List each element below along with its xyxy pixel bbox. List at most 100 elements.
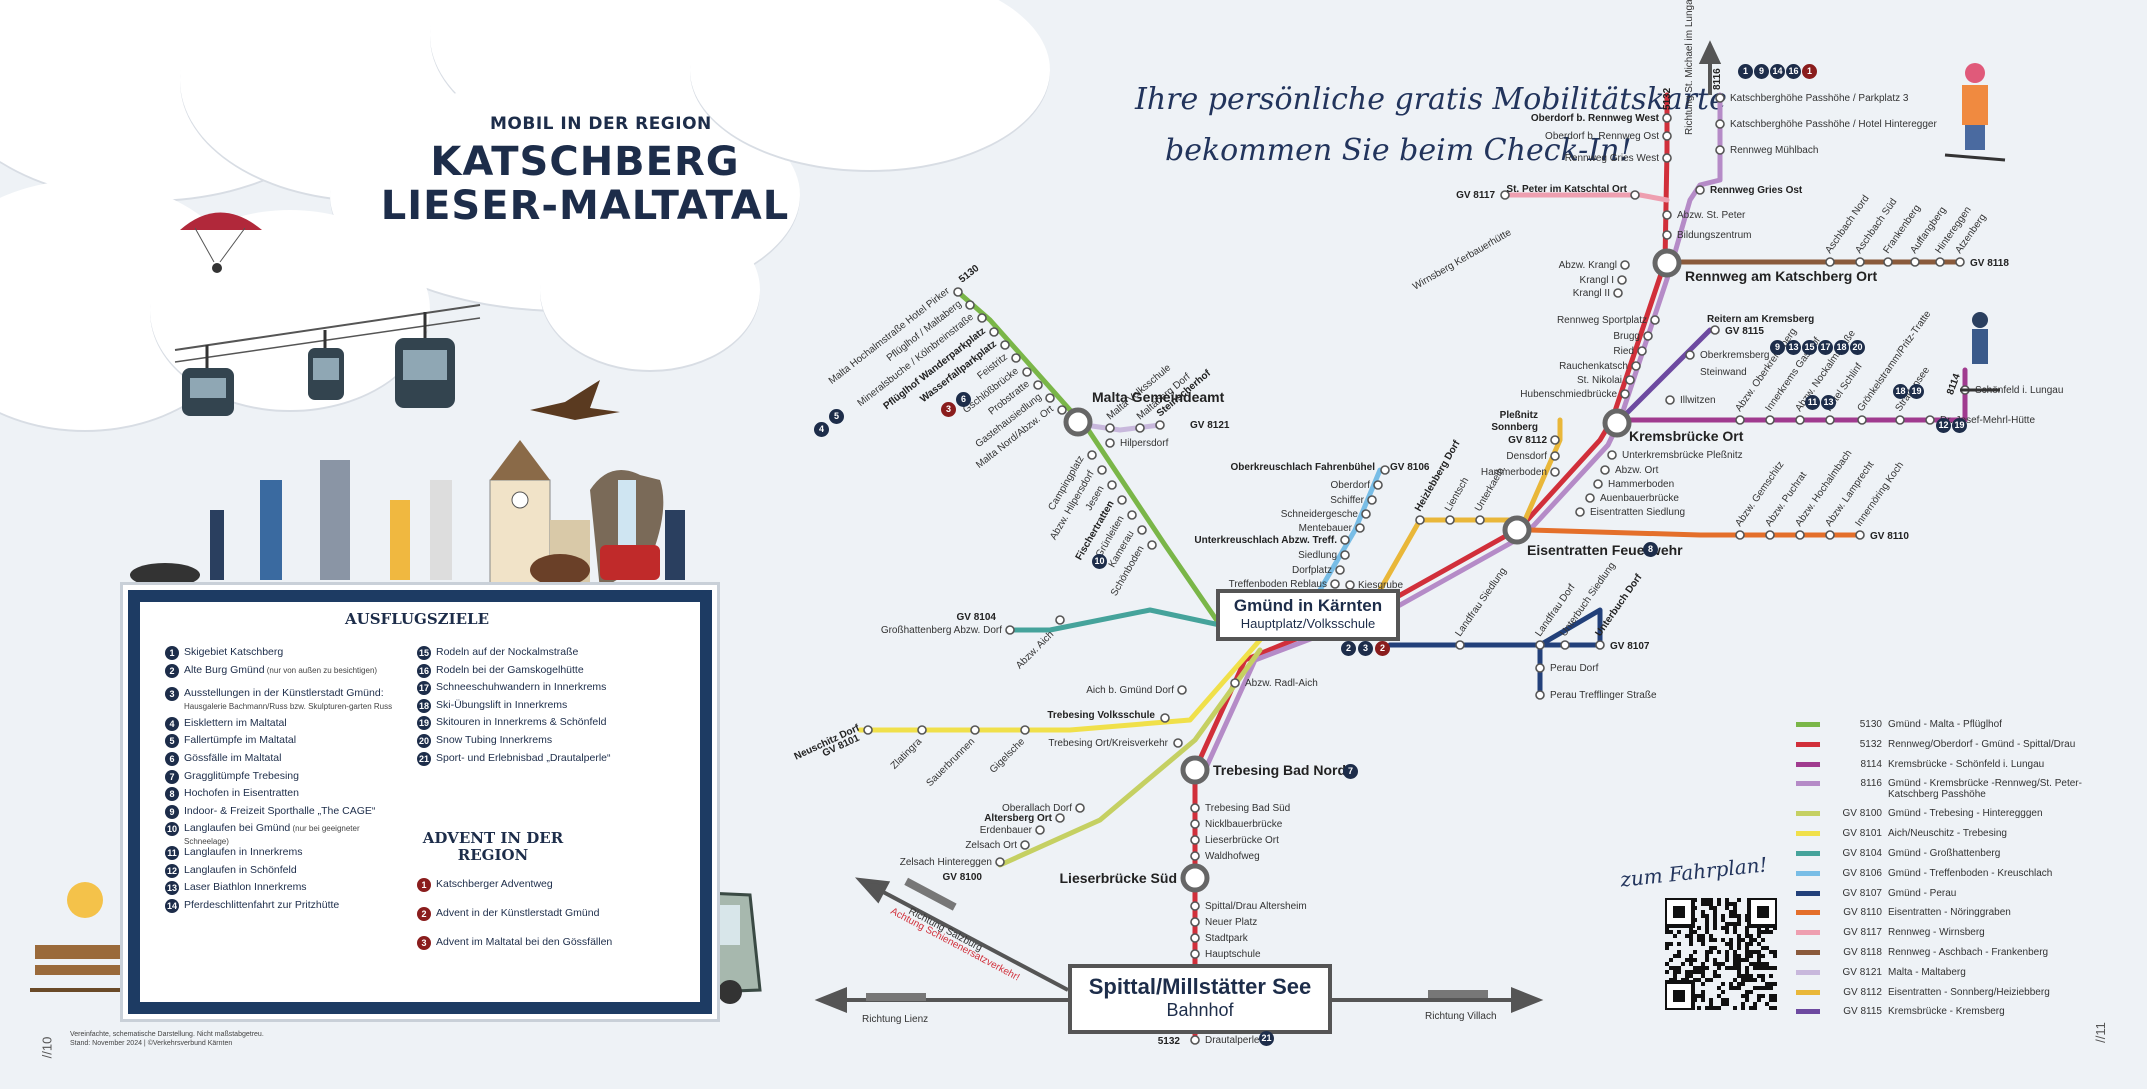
stop-marker: [1011, 353, 1021, 363]
excursion-label: Laser Biathlon Innerkrems: [184, 881, 307, 894]
stop-marker: [1340, 550, 1350, 560]
stop-label: Sauerbrunnen: [925, 736, 978, 789]
stop-label: Gigelsche: [988, 736, 1028, 776]
stop-marker: [1625, 375, 1635, 385]
cable-line: [174, 304, 481, 351]
stop-marker: [1177, 685, 1187, 695]
stop-marker: [1595, 640, 1605, 650]
badge: 10: [1092, 554, 1107, 569]
stop-marker: [1620, 260, 1630, 270]
hub-gmuend[interactable]: Gmünd in Kärnten Hauptplatz/Volksschule: [1216, 589, 1400, 641]
stop-marker: [1057, 405, 1067, 415]
gondola-icon: [182, 312, 455, 416]
stop-marker: [970, 725, 980, 735]
stop-marker: [1535, 690, 1545, 700]
stop-marker: [1715, 145, 1725, 155]
legend-swatch: [1796, 811, 1820, 817]
stop-marker: [1455, 640, 1465, 650]
hub-label: Lieserbrücke Süd: [1060, 870, 1178, 886]
legend-label: Gmünd - Kremsbrücke -Rennweg/St. Peter-K…: [1888, 778, 2082, 801]
stop-label: Hilpersdorf: [1120, 438, 1169, 449]
stop-marker: [1361, 509, 1371, 519]
footer-note-line1: Vereinfachte, schematische Darstellung. …: [70, 1031, 264, 1038]
stop-marker: [1535, 640, 1545, 650]
train-icon: [1428, 990, 1488, 998]
stop-marker: [1600, 465, 1610, 475]
badge: 12: [1936, 418, 1951, 433]
route-5132: [1192, 92, 1670, 1038]
stop-marker: [1637, 346, 1647, 356]
stop-marker: [1230, 678, 1240, 688]
stop-label: Oberdorf b. Rennweg Ost: [1545, 131, 1659, 142]
eagle-icon: [530, 380, 620, 420]
hub-spittal-title: Spittal/Millstätter See: [1088, 974, 1312, 999]
cloud: [690, 0, 1050, 170]
qr-code[interactable]: [1665, 898, 1777, 1010]
stop-marker: [1415, 515, 1425, 525]
footer-note-line2: Stand: November 2024 | ©Verkehrsverbund …: [70, 1040, 233, 1047]
stop-label: Rauchenkatsch: [1559, 361, 1628, 372]
hub-marker: [1502, 515, 1532, 545]
stop-label: Densdorf: [1506, 451, 1547, 462]
excursion-number: 7: [165, 769, 179, 784]
stop-label: Zelsach Hintereggen: [900, 857, 992, 868]
badge: 2: [1375, 641, 1390, 656]
excursion-number: 21: [417, 751, 431, 766]
stop-label: Nicklbauerbrücke: [1205, 819, 1283, 830]
legend-swatch: [1796, 722, 1820, 727]
legend-item: 8114 Kremsbrücke - Schönfeld i. Lungau: [1796, 759, 2108, 770]
excursion-number: 18: [417, 698, 431, 713]
stop-label: Eisentratten Siedlung: [1590, 507, 1685, 518]
stop-label: Hammerboden: [1608, 479, 1674, 490]
route-8100: [997, 647, 1263, 868]
stop-marker: [1665, 395, 1675, 405]
hub-spittal[interactable]: Spittal/Millstätter See Bahnhof: [1068, 964, 1332, 1034]
excursion-label: Schneeschuhwandern in Innerkrems: [436, 681, 607, 694]
stop-label: Schiffer: [1330, 495, 1364, 506]
stop-label: St. Peter im Katschtal Ort: [1506, 184, 1627, 195]
legend-label: Gmünd - Großhattenberg: [1888, 848, 2001, 859]
stop-label: Rennweg Sportplatz: [1557, 315, 1647, 326]
excursion-label: Rodeln bei der Gamskogelhütte: [436, 663, 584, 676]
legend-swatch: [1796, 910, 1820, 916]
hub-marker: [1180, 755, 1210, 785]
stop-marker: [1335, 565, 1345, 575]
excursion-label: Advent in der Künstlerstadt Gmünd: [436, 907, 600, 919]
legend-label: Gmünd - Treffenboden - Kreuschlach: [1888, 867, 2053, 879]
stop-marker: [1500, 190, 1510, 200]
legend-code: 8114: [1860, 758, 1882, 770]
stop-marker: [1190, 917, 1200, 927]
stop-label: Spittal/Drau Altersheim: [1205, 901, 1307, 912]
stop-label: Grönkelstramm/Pritz-Tratte: [1855, 309, 1933, 414]
stop-marker: [1662, 153, 1672, 163]
stop-marker: [1107, 480, 1117, 490]
stop-marker: [1035, 825, 1045, 835]
direction-lienz: Richtung Lienz: [862, 1014, 928, 1025]
tagline-line2: bekommen Sie beim Check-In!: [1165, 133, 1632, 168]
excursion-label: Skigebiet Katschberg: [184, 646, 284, 658]
excursion-number: 2: [165, 663, 179, 678]
stop-label: Landfrau Siedlung: [1453, 566, 1509, 639]
title-line-2: LIESER-MALTATAL: [380, 183, 790, 229]
excursion-label: Ski-Übungslift in Innerkrems: [436, 698, 568, 711]
stop-marker: [1020, 840, 1030, 850]
stop-label: Steinwand: [1700, 367, 1747, 378]
legend-label: Eisentratten - Sonnberg/Heiziebberg: [1888, 986, 2050, 998]
stop-marker: [1190, 819, 1200, 829]
legend-label: Kremsbrücke - Schönfeld i. Lungau: [1888, 758, 2045, 770]
stop-label: Wirnsberg Kerbauerhütte: [1411, 227, 1514, 293]
stop-marker: [1795, 530, 1805, 540]
route-8104: [1007, 607, 1223, 633]
stop-marker: [1795, 415, 1805, 425]
stop-marker: [1005, 625, 1015, 635]
hub-label: Trebesing Bad Nord: [1213, 762, 1346, 778]
badge: 18: [1834, 340, 1849, 355]
